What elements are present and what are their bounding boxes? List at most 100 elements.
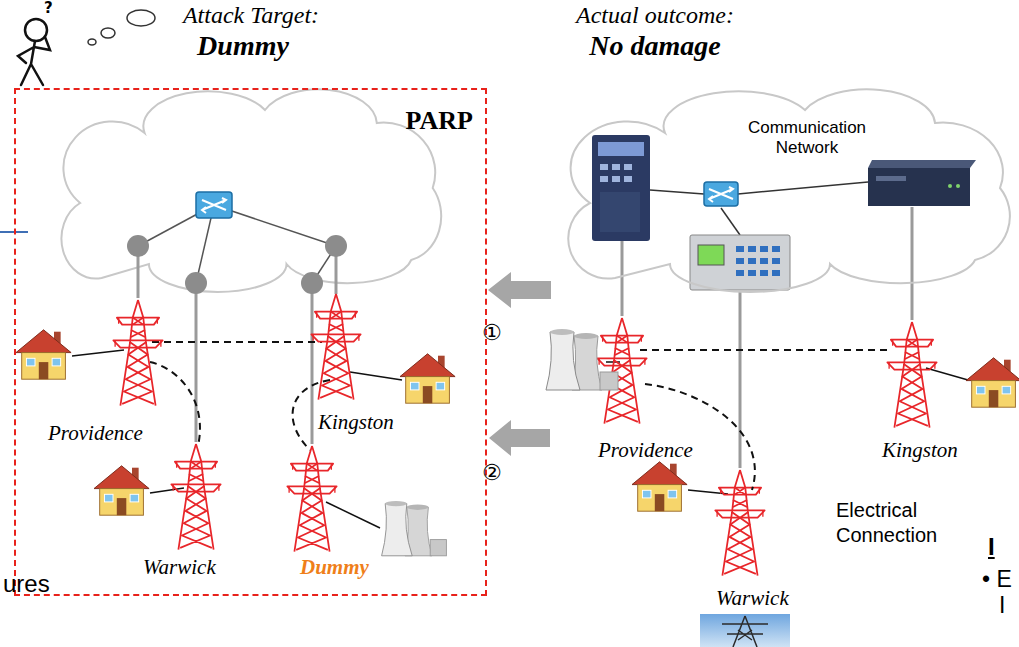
service-line-part [72, 350, 124, 356]
rack-device-part [876, 176, 906, 181]
house-icon-part [966, 358, 1019, 407]
protective-relay-part [600, 164, 608, 170]
node-label: PARP [406, 106, 473, 136]
protective-relay-part [624, 176, 632, 182]
protective-relay-part [600, 192, 640, 232]
thought-bubbles-part [88, 39, 96, 45]
controller-device-part [690, 235, 790, 290]
cyber-layer-links-part [739, 291, 742, 468]
text-label: I [999, 592, 1005, 619]
rack-device-part [868, 168, 970, 206]
node-label: Communication Network [732, 118, 882, 158]
cloud-outline [61, 89, 441, 292]
house-icon-part [400, 354, 455, 403]
power-plant-icon-part [382, 501, 447, 556]
cyber-layer-links-part [621, 241, 624, 316]
controller-device-part [772, 258, 780, 264]
rack-device-part [868, 160, 976, 168]
house-icon-part [94, 466, 149, 515]
network-switch [704, 182, 738, 206]
cyber-layer-links [622, 207, 912, 468]
rack-device-part [956, 184, 960, 188]
text-label: No damage [589, 30, 720, 62]
controller-device-part [760, 270, 768, 276]
dummy-node [127, 235, 347, 294]
protective-relay-part [612, 164, 620, 170]
transmission-tower-part [887, 322, 936, 428]
text-label: Kingston [882, 438, 958, 463]
network-switch-part [704, 182, 738, 206]
text-label: Dummy [197, 30, 289, 62]
cyber-layer-links-part [911, 207, 914, 320]
protective-relay [592, 135, 650, 241]
text-label: ② [482, 460, 502, 485]
cyber-layer-links-part [137, 250, 140, 298]
controller-device-part [736, 258, 744, 264]
electrical-connection [640, 350, 892, 490]
text-label: Electrical Connection [836, 498, 954, 548]
rack-device [868, 160, 976, 206]
controller-device-part [698, 245, 724, 265]
protective-relay-part [598, 142, 644, 156]
tower-photo [700, 614, 790, 647]
controller-device-part [760, 258, 768, 264]
transmission-tower-part [311, 294, 360, 400]
controller-device [690, 235, 790, 290]
thought-bubbles-part [127, 10, 155, 26]
electrical-connection-part [150, 362, 200, 446]
power-plant-icon [382, 329, 618, 556]
electrical-connection-part [645, 384, 755, 490]
network-switch-part [196, 192, 232, 218]
house-icon [16, 330, 1019, 515]
protective-relay-part [600, 176, 608, 182]
controller-device-part [772, 246, 780, 252]
service-line-part [326, 502, 380, 528]
text-label: ? [44, 0, 53, 17]
network-links [650, 182, 868, 235]
controller-device-part [736, 246, 744, 252]
text-label: Providence [48, 421, 143, 446]
controller-device-part [748, 258, 756, 264]
dummy-node-part [301, 272, 323, 294]
house-icon-part [632, 462, 687, 511]
controller-device-part [748, 246, 756, 252]
text-label: Warwick [143, 555, 216, 580]
transmission-tower [113, 294, 936, 576]
protective-relay-part [592, 135, 650, 241]
thought-bubbles [88, 10, 155, 45]
network-switch [196, 192, 232, 218]
tower-photo-part [722, 616, 768, 647]
cloud-outline [568, 89, 1010, 292]
dashed-region-box: PARP [14, 88, 487, 596]
protective-relay-part [624, 164, 632, 170]
cyber-layer-links [138, 250, 336, 444]
text-label: Providence [598, 438, 693, 463]
dummy-node-part [185, 272, 207, 294]
text-label: Attack Target: [183, 2, 319, 29]
mapping-arrow [489, 420, 550, 456]
network-links-part [721, 208, 740, 235]
transmission-tower-part [597, 318, 646, 424]
thought-bubbles-part [101, 28, 115, 38]
text-label: ures [3, 570, 50, 598]
power-plant-icon-part [546, 329, 618, 390]
house-icon-part [16, 330, 71, 379]
service-line-part [926, 368, 968, 380]
controller-device-part [736, 270, 744, 276]
text-label: I [988, 533, 995, 561]
text-label: Warwick [716, 586, 789, 611]
thinking-figure-part [18, 37, 50, 85]
cyber-layer-links-part [195, 287, 198, 442]
tower-photo-part [700, 614, 790, 647]
dummy-node-part [127, 235, 149, 257]
dummy-node-part [325, 235, 347, 257]
network-cloud: Communication Network [555, 88, 1017, 300]
network-links [138, 205, 336, 283]
transmission-tower-part [287, 446, 336, 552]
mapping-arrow [488, 272, 551, 308]
network-links-part [650, 190, 704, 194]
text-label: • E [982, 566, 1012, 593]
